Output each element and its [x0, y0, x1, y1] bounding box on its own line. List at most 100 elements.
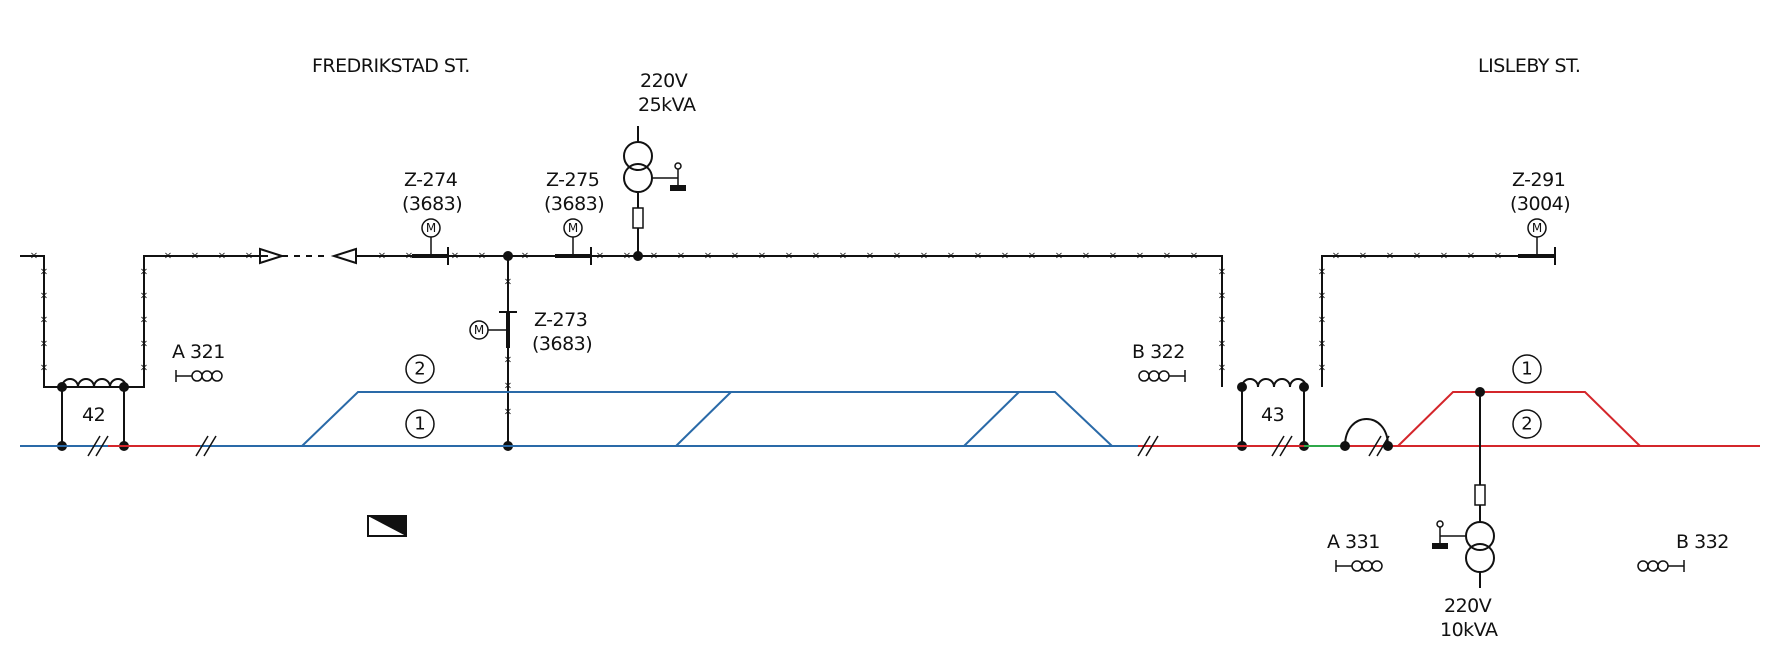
feeder-x-mark: ×: [1318, 339, 1326, 350]
feeder-x-mark: ×: [1190, 251, 1198, 262]
arrow-right-icon: [259, 247, 286, 265]
signal-lamp-icon: [1148, 370, 1160, 382]
feeder-x-mark: ×: [758, 251, 766, 262]
signal-lamp-icon: [1657, 560, 1669, 572]
transformer-top-power: 25kVA: [638, 94, 696, 116]
switch-z291-id: Z-291: [1512, 169, 1565, 191]
signal-lamp-icon: [1637, 560, 1649, 572]
station-label-fredrikstad: FREDRIKSTAD ST.: [312, 55, 470, 77]
signal-lamp-icon: [1371, 560, 1383, 572]
feeder-x-mark: ×: [704, 251, 712, 262]
feeder-x-mark: ×: [1318, 363, 1326, 374]
switch-z291: Z-291 (3004) M: [1510, 169, 1571, 265]
signal-lamp-icon: [1138, 370, 1150, 382]
transformer-top-voltage: 220V: [640, 70, 688, 92]
fuse-icon: [632, 207, 644, 229]
feeder-x-mark: ×: [40, 291, 48, 302]
motor-label: M: [1532, 221, 1542, 235]
switch-z275-id: Z-275: [546, 169, 599, 191]
transformer-bottom: 220V 10kVA: [1432, 387, 1498, 641]
switch-z273-ref: (3683): [532, 333, 592, 355]
neutral-section: [1340, 418, 1393, 451]
feeder-x-mark: ×: [866, 251, 874, 262]
feeder-x-mark: ×: [1413, 251, 1421, 262]
feeder-x-mark: ×: [1163, 251, 1171, 262]
feeder-x-mark: ×: [378, 251, 386, 262]
feeder-x-mark: ×: [1218, 339, 1226, 350]
feeder-x-mark: ×: [623, 251, 631, 262]
track-number-lisleby-1: 1: [1521, 359, 1532, 380]
switch-z273: M Z-273 (3683): [469, 251, 593, 451]
feeder-x-mark: ×: [1318, 315, 1326, 326]
track-numbers: 2 1 1 2: [405, 354, 1542, 439]
feeder-x-mark: ×: [521, 251, 529, 262]
ground-icon: [1432, 543, 1448, 549]
feeder-x-mark: ×: [40, 315, 48, 326]
fuse-icon: [1474, 484, 1486, 506]
switch-z275: Z-275 (3683) M: [544, 169, 605, 265]
motor-label: M: [474, 323, 484, 337]
feeder-x-mark: ×: [140, 267, 148, 278]
feeder-x-mark: ×: [140, 315, 148, 326]
feeder-x-mark: ×: [1494, 251, 1502, 262]
feeder-x-mark: ×: [218, 251, 226, 262]
feeder-x-mark: ×: [1318, 291, 1326, 302]
switch-z291-ref: (3004): [1510, 193, 1570, 215]
switch-z275-ref: (3683): [544, 193, 604, 215]
booster-43-label: 43: [1261, 404, 1284, 426]
track-number-fred-1: 1: [414, 414, 425, 435]
feeder-x-mark: ×: [1359, 251, 1367, 262]
feeder-x-mark: ×: [1218, 315, 1226, 326]
feeder-x-mark: ×: [40, 363, 48, 374]
feeder-x-mark: ×: [1386, 251, 1394, 262]
tracks: [20, 391, 1760, 447]
feeder-x-mark: ×: [650, 251, 658, 262]
motor-label: M: [568, 221, 578, 235]
feeder-x-mark: ×: [1440, 251, 1448, 262]
transformer-top: [623, 126, 686, 261]
feeder-x-mark: ×: [785, 251, 793, 262]
signal-lamp-icon: [1158, 370, 1170, 382]
arrow-left-icon: [330, 247, 357, 265]
feeder-x-mark: ×: [1218, 291, 1226, 302]
signal-b332-label: B 332: [1676, 531, 1729, 553]
booster-43: 43: [1237, 378, 1309, 451]
feeder-x-mark: ×: [920, 251, 928, 262]
signal-b332: B 332: [1637, 531, 1729, 572]
switch-z274: Z-274 (3683) M: [402, 169, 463, 265]
feeder-x-mark: ×: [1109, 251, 1117, 262]
feeder-x-mark: ×: [405, 251, 413, 262]
signal-lamp-icon: [201, 370, 213, 382]
signal-b322: B 322: [1132, 341, 1186, 382]
feeder-x-mark: ×: [140, 363, 148, 374]
feeder-x-mark: ×: [974, 251, 982, 262]
feeder-x-mark: ×: [947, 251, 955, 262]
transformer-bottom-power: 10kVA: [1440, 619, 1498, 641]
motor-label: M: [426, 221, 436, 235]
signal-a331-label: A 331: [1327, 531, 1380, 553]
signal-b322-label: B 322: [1132, 341, 1185, 363]
feeder-x-mark: ×: [40, 267, 48, 278]
feeder-x-mark: ×: [1218, 363, 1226, 374]
feeder-x-mark: ×: [164, 251, 172, 262]
signal-lamp-icon: [191, 370, 203, 382]
feeder-x-mark: ×: [1332, 251, 1340, 262]
feeder-x-mark: ×: [1001, 251, 1009, 262]
feeder-x-mark: ×: [140, 291, 148, 302]
signal-lamp-icon: [211, 370, 223, 382]
switch-z274-id: Z-274: [404, 169, 458, 191]
feeder-x-mark: ×: [1318, 267, 1326, 278]
section-insulators: [87, 435, 1390, 457]
feeder-x-mark: ×: [1082, 251, 1090, 262]
signal-a331: A 331: [1327, 531, 1383, 572]
feeder-x-mark: ×: [30, 251, 38, 262]
feeder-x-mark: ×: [677, 251, 685, 262]
station-label-lisleby: LISLEBY ST.: [1478, 55, 1580, 77]
feeder-x-mark: ×: [40, 339, 48, 350]
signal-a321: A 321: [172, 341, 225, 382]
transformer-bottom-voltage: 220V: [1444, 595, 1492, 617]
feeder-x-mark: ×: [191, 251, 199, 262]
feeder-x-mark: ×: [1218, 267, 1226, 278]
feeder-x-mark: ×: [451, 251, 459, 262]
